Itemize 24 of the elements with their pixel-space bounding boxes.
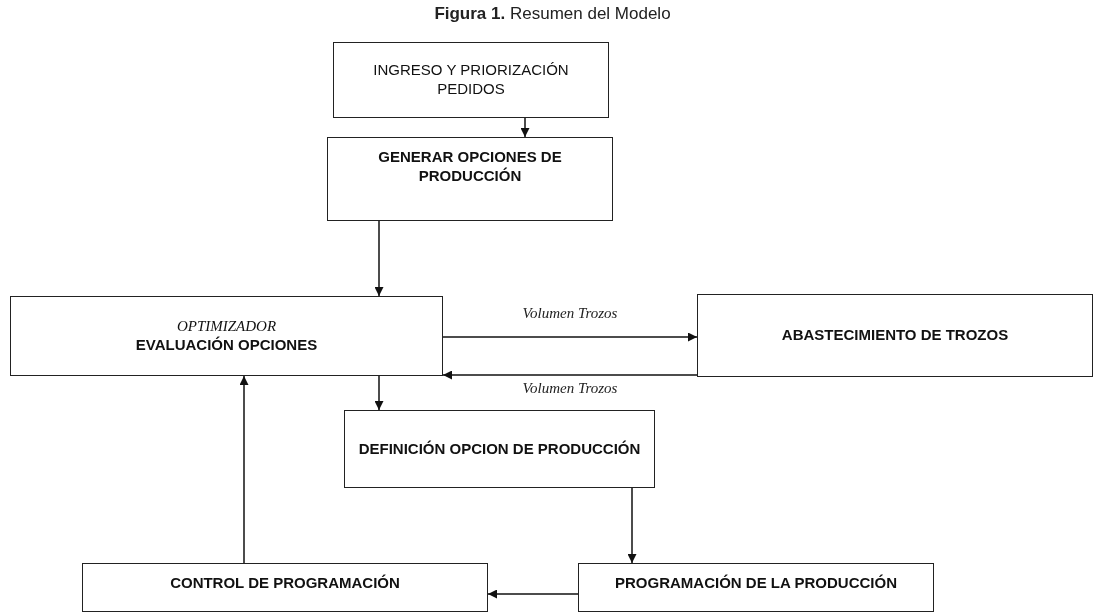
process-box: [327, 137, 613, 221]
arrow: [374, 375, 384, 411]
process-box: [697, 294, 1093, 377]
process-box: [333, 42, 609, 118]
arrow: [442, 370, 698, 380]
box-label: DEFINICIÓN OPCION DE PRODUCCIÓN: [358, 439, 641, 459]
arrow: [627, 487, 637, 564]
process-box: [82, 563, 488, 612]
box-label: OPTIMIZADOR: [176, 317, 277, 336]
box-label: GENERAR OPCIONES DE PRODUCCIÓN: [377, 148, 563, 186]
arrow: [520, 117, 530, 138]
box-label: ABASTECIMIENTO DE TROZOS: [781, 326, 1009, 345]
arrow: [374, 220, 384, 297]
process-box: [344, 410, 655, 488]
arrow: [442, 332, 698, 342]
box-label: PROGRAMACIÓN DE LA PRODUCCIÓN: [615, 574, 897, 593]
process-box: [578, 563, 934, 612]
box-label: EVALUACIÓN OPCIONES: [135, 336, 318, 355]
process-box: [10, 296, 443, 376]
box-label: CONTROL DE PROGRAMACIÓN: [170, 574, 400, 593]
arrow: [239, 375, 249, 564]
arrow: [487, 589, 579, 599]
figure-title: Figura 1. Resumen del Modelo: [434, 4, 671, 23]
box-label: INGRESO Y PRIORIZACIÓN PEDIDOS: [372, 61, 570, 99]
